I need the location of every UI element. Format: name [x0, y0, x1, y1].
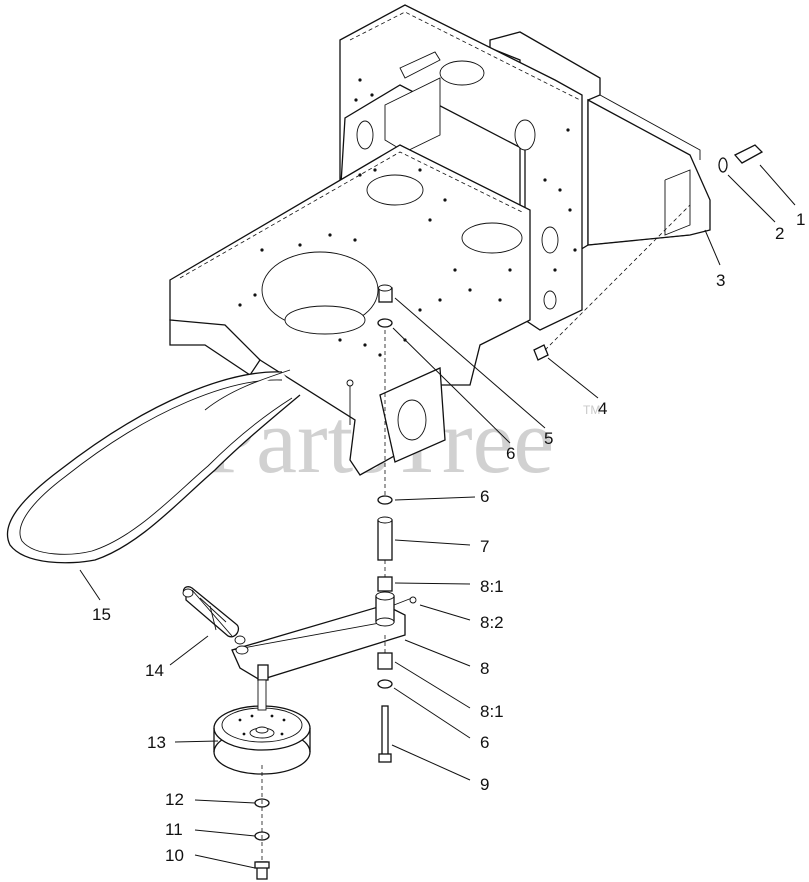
pivot-hardware-stack	[377, 284, 393, 763]
idler-spring	[182, 586, 246, 645]
washer-6-upper	[377, 495, 393, 505]
washer-6-lower	[377, 679, 393, 689]
drive-belt	[6, 369, 301, 564]
callout-6-frame: 6	[506, 444, 515, 463]
callout-6-upper: 6	[480, 487, 489, 506]
bushing-8-1-upper	[377, 576, 393, 592]
vertical-side-plate	[339, 4, 583, 331]
callout-8-1-upper: 8:1	[480, 577, 504, 596]
callout-5: 5	[544, 429, 553, 448]
callout-10: 10	[165, 846, 184, 865]
bracket-hardware	[533, 144, 764, 361]
nut-4	[533, 344, 549, 361]
callout-8-1-lower: 8:1	[480, 702, 504, 721]
watermark-trademark: TM	[583, 403, 600, 417]
callout-8-2: 8:2	[480, 613, 504, 632]
callout-14: 14	[145, 661, 164, 680]
callout-6-lower: 6	[480, 733, 489, 752]
callout-2: 2	[775, 224, 784, 243]
callout-15: 15	[92, 605, 111, 624]
callout-11: 11	[165, 820, 183, 839]
callout-13: 13	[147, 733, 166, 752]
main-frame-plate	[169, 144, 531, 476]
callout-leaders	[79, 164, 796, 869]
callout-4: 4	[598, 399, 607, 418]
callout-8: 8	[480, 659, 489, 678]
bolt-1	[733, 144, 764, 164]
bolt-9	[381, 705, 389, 759]
idler-pulley	[213, 679, 311, 775]
washer-6-top	[377, 318, 393, 328]
callout-7: 7	[480, 537, 489, 556]
frame-holes	[238, 78, 577, 357]
callout-12: 12	[165, 790, 184, 809]
callout-labels: 1 2 3 4 5 6 6 7 8:1 8:2 8 8:1 6 9 10 11 …	[92, 210, 805, 865]
spacer-7	[377, 519, 393, 561]
callout-1: 1	[796, 210, 805, 229]
washer-2	[718, 157, 728, 173]
pulley-hardware-stack	[254, 765, 270, 880]
bushing-8-1-lower	[377, 652, 393, 670]
callout-3: 3	[716, 271, 725, 290]
callout-9: 9	[480, 775, 489, 794]
